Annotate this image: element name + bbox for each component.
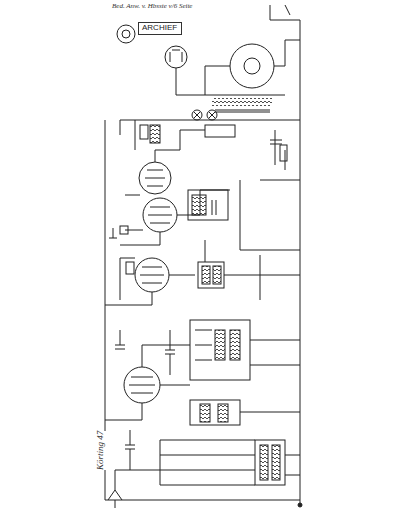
band-coil <box>272 445 280 480</box>
trimmer-capacitor <box>165 330 175 375</box>
archive-stamp: ARCHIEF <box>138 22 182 35</box>
if-coil <box>213 266 221 284</box>
aerial-coil <box>200 404 210 422</box>
oscillator-coil <box>215 330 225 360</box>
mains-switch <box>285 5 290 15</box>
if-coil <box>192 195 206 215</box>
switch-wiring <box>160 440 255 485</box>
if-transformer <box>198 262 224 288</box>
capacitor-symbol <box>270 130 285 170</box>
tube-wiring <box>105 345 190 420</box>
mains-lead <box>270 5 300 20</box>
lamp-filament <box>194 112 215 118</box>
supply-rail <box>300 20 301 505</box>
output-wiring <box>120 120 300 150</box>
switch-contacts <box>195 330 300 365</box>
transformer-core <box>215 110 270 112</box>
output-transformer <box>150 125 160 143</box>
resistor-symbol <box>120 226 128 234</box>
aerial-coil-box <box>190 400 240 425</box>
model-name: Körting 47 <box>96 431 106 470</box>
aerial-coil <box>218 404 228 422</box>
tube-wiring <box>105 267 195 305</box>
stamp-emblem <box>122 30 130 38</box>
resistor-symbol <box>140 125 148 139</box>
transformer-winding <box>212 98 272 106</box>
handwritten-note: Bed. Anw. v. Hbsste v/6 Seite <box>112 3 192 11</box>
if-coil <box>202 266 210 284</box>
antenna-symbol <box>108 470 160 508</box>
resistor-symbol <box>280 145 287 161</box>
tube-socket <box>230 44 274 88</box>
socket-key <box>244 58 260 74</box>
terminal-dot <box>298 503 302 507</box>
rectifier-tube <box>165 46 187 68</box>
tube-electrodes <box>145 130 205 186</box>
band-coils <box>255 440 285 485</box>
stamp-text: ARCHIEF <box>142 24 178 33</box>
capacitor-symbol <box>125 430 135 470</box>
oscillator-coil <box>230 330 240 360</box>
ground-wire <box>105 500 300 501</box>
wave-switch <box>190 320 250 380</box>
tube-electrodes <box>170 50 182 62</box>
resistor-symbol <box>126 262 134 274</box>
capacitor-symbol <box>212 200 216 215</box>
capacitor-symbol <box>115 330 125 349</box>
power-wiring <box>176 40 300 95</box>
if-filter <box>188 190 228 220</box>
stamp-emblem <box>117 25 135 43</box>
grid-wiring <box>109 195 143 238</box>
speaker-coil <box>205 125 235 137</box>
tube-wiring <box>120 190 230 245</box>
band-coil <box>260 445 268 480</box>
signal-wiring <box>120 240 300 300</box>
bias-wiring <box>240 180 300 250</box>
coil-wiring <box>240 412 300 475</box>
